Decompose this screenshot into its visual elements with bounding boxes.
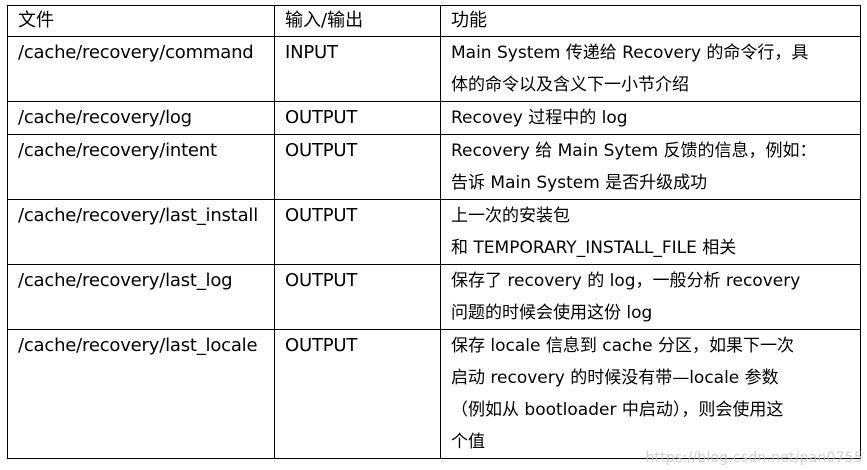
desc-line: 启动 recovery 的时候没有带—locale 参数 — [451, 368, 779, 388]
cell-io: OUTPUT — [274, 199, 441, 265]
desc-line: 保存了 recovery 的 log，一般分析 recovery — [451, 271, 801, 291]
table-header-row: 文件 输入/输出 功能 — [7, 5, 861, 37]
desc-line: 告诉 Main System 是否升级成功 — [451, 173, 708, 193]
cell-file: /cache/recovery/last_locale — [7, 329, 275, 459]
table-row: /cache/recovery/log OUTPUT Recovey 过程中的 … — [7, 101, 861, 135]
cell-io: INPUT — [274, 36, 441, 102]
cell-desc: Main System 传递给 Recovery 的命令行，具 体的命令以及含义… — [440, 36, 861, 102]
watermark-text: https://blog.csdn.net/pan0755 — [645, 450, 863, 466]
desc-line: Recovery 给 Main Sytem 反馈的信息，例如： — [451, 141, 817, 161]
cell-file: /cache/recovery/last_install — [7, 199, 275, 265]
cell-io: OUTPUT — [274, 134, 441, 200]
cell-file: /cache/recovery/intent — [7, 134, 275, 200]
cell-file: /cache/recovery/log — [7, 101, 275, 135]
table-row: /cache/recovery/intent OUTPUT Recovery 给… — [7, 134, 861, 200]
table-row: /cache/recovery/last_locale OUTPUT 保存 lo… — [7, 329, 861, 459]
table-row: /cache/recovery/last_install OUTPUT 上一次的… — [7, 199, 861, 265]
desc-line: Recovey 过程中的 log — [451, 108, 628, 128]
table-row: /cache/recovery/last_log OUTPUT 保存了 reco… — [7, 264, 861, 330]
desc-line: Main System 传递给 Recovery 的命令行，具 — [451, 43, 809, 63]
desc-line: 体的命令以及含义下一小节介绍 — [451, 75, 689, 95]
cell-desc: 保存了 recovery 的 log，一般分析 recovery 问题的时候会使… — [440, 264, 861, 330]
recovery-files-table: 文件 输入/输出 功能 /cache/recovery/command INPU… — [7, 5, 861, 459]
cell-io: OUTPUT — [274, 264, 441, 330]
header-io: 输入/输出 — [274, 5, 441, 37]
desc-line: （例如从 bootloader 中启动），则会使用这 — [451, 400, 784, 420]
cell-file: /cache/recovery/command — [7, 36, 275, 102]
desc-line: 和 TEMPORARY_INSTALL_FILE 相关 — [451, 238, 737, 258]
table-row: /cache/recovery/command INPUT Main Syste… — [7, 36, 861, 102]
cell-file: /cache/recovery/last_log — [7, 264, 275, 330]
desc-line: 个值 — [451, 432, 485, 452]
cell-desc: Recovey 过程中的 log — [440, 101, 861, 135]
desc-line: 问题的时候会使用这份 log — [451, 303, 653, 323]
cell-desc: 保存 locale 信息到 cache 分区，如果下一次 启动 recovery… — [440, 329, 861, 459]
cell-desc: Recovery 给 Main Sytem 反馈的信息，例如： 告诉 Main … — [440, 134, 861, 200]
header-function: 功能 — [440, 5, 861, 37]
desc-line: 保存 locale 信息到 cache 分区，如果下一次 — [451, 336, 795, 356]
cell-io: OUTPUT — [274, 329, 441, 459]
cell-desc: 上一次的安装包 和 TEMPORARY_INSTALL_FILE 相关 — [440, 199, 861, 265]
desc-line: 上一次的安装包 — [451, 206, 570, 226]
cell-io: OUTPUT — [274, 101, 441, 135]
header-file: 文件 — [7, 5, 275, 37]
